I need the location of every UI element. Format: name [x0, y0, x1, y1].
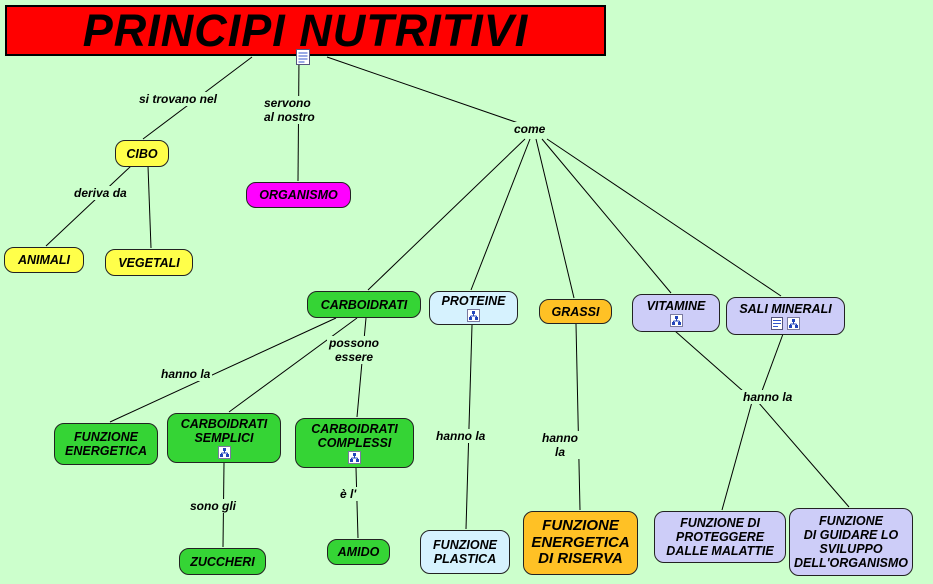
- node-organismo[interactable]: ORGANISMO: [246, 182, 351, 208]
- node-label: CARBOIDRATI: [320, 297, 408, 312]
- node-label: SALI MINERALI: [739, 302, 832, 316]
- node-funzione-proteggere[interactable]: FUNZIONE DI PROTEGGERE DALLE MALATTIE: [654, 511, 786, 563]
- resource-icon[interactable]: [787, 317, 800, 330]
- document-icon[interactable]: [771, 317, 783, 330]
- link-hanno-la-grassi[interactable]: hanno la: [540, 431, 580, 460]
- node-label: FUNZIONE PLASTICA: [433, 538, 497, 566]
- link-deriva-da[interactable]: deriva da: [72, 186, 129, 201]
- link-servono-al-nostro[interactable]: servono al nostro: [262, 96, 317, 125]
- node-label: GRASSI: [551, 304, 600, 319]
- link-possono-essere[interactable]: possono essere: [327, 336, 381, 365]
- node-cibo[interactable]: CIBO: [115, 140, 169, 167]
- link-hanno-la-vitamine-sali[interactable]: hanno la: [741, 390, 795, 405]
- resource-icon[interactable]: [217, 446, 231, 459]
- node-grassi[interactable]: GRASSI: [539, 299, 612, 324]
- node-label: AMIDO: [337, 545, 380, 559]
- node-label: CARBOIDRATI SEMPLICI: [180, 417, 268, 445]
- node-label: VITAMINE: [646, 299, 706, 313]
- node-label: FUNZIONE ENERGETICA: [65, 430, 147, 458]
- node-label: ZUCCHERI: [190, 554, 255, 569]
- map-title-label: PRINCIPI NUTRITIVI: [82, 4, 529, 56]
- node-carboidrati[interactable]: CARBOIDRATI: [307, 291, 421, 318]
- node-sali-minerali[interactable]: SALI MINERALI: [726, 297, 845, 335]
- link-e-l[interactable]: è l': [338, 487, 359, 502]
- node-funzione-energetica[interactable]: FUNZIONE ENERGETICA: [54, 423, 158, 465]
- node-label: ORGANISMO: [259, 188, 338, 202]
- link-sono-gli[interactable]: sono gli: [188, 499, 238, 514]
- node-label: CIBO: [126, 146, 158, 161]
- link-come[interactable]: come: [512, 122, 548, 137]
- node-label: FUNZIONE DI GUIDARE LO SVILUPPO DELL'ORG…: [793, 514, 909, 570]
- node-amido[interactable]: AMIDO: [327, 539, 390, 565]
- node-label: VEGETALI: [118, 255, 180, 270]
- document-icon[interactable]: [296, 49, 310, 65]
- node-funzione-guidare[interactable]: FUNZIONE DI GUIDARE LO SVILUPPO DELL'ORG…: [789, 508, 913, 576]
- link-hanno-la-proteine[interactable]: hanno la: [434, 429, 488, 444]
- node-funzione-plastica[interactable]: FUNZIONE PLASTICA: [420, 530, 510, 574]
- node-carboidrati-semplici[interactable]: CARBOIDRATI SEMPLICI: [167, 413, 281, 463]
- resource-icon[interactable]: [669, 314, 683, 327]
- node-label: FUNZIONE ENERGETICA DI RISERVA: [531, 516, 630, 568]
- node-zuccheri[interactable]: ZUCCHERI: [179, 548, 266, 575]
- node-carboidrati-complessi[interactable]: CARBOIDRATI COMPLESSI: [295, 418, 414, 468]
- node-label: ANIMALI: [17, 253, 71, 267]
- node-vegetali[interactable]: VEGETALI: [105, 249, 193, 276]
- node-label: FUNZIONE DI PROTEGGERE DALLE MALATTIE: [666, 516, 774, 558]
- link-si-trovano-nel[interactable]: si trovano nel: [137, 92, 220, 107]
- node-animali[interactable]: ANIMALI: [4, 247, 84, 273]
- node-vitamine[interactable]: VITAMINE: [632, 294, 720, 332]
- node-label: PROTEINE: [441, 294, 506, 308]
- node-proteine[interactable]: PROTEINE: [429, 291, 518, 325]
- map-title[interactable]: PRINCIPI NUTRITIVI: [5, 5, 606, 56]
- node-label: CARBOIDRATI COMPLESSI: [311, 422, 398, 450]
- resource-icon[interactable]: [348, 451, 361, 464]
- resource-icon[interactable]: [467, 309, 480, 322]
- node-funzione-energetica-riserva[interactable]: FUNZIONE ENERGETICA DI RISERVA: [523, 511, 638, 575]
- link-hanno-la-carboidrati[interactable]: hanno la: [159, 367, 213, 382]
